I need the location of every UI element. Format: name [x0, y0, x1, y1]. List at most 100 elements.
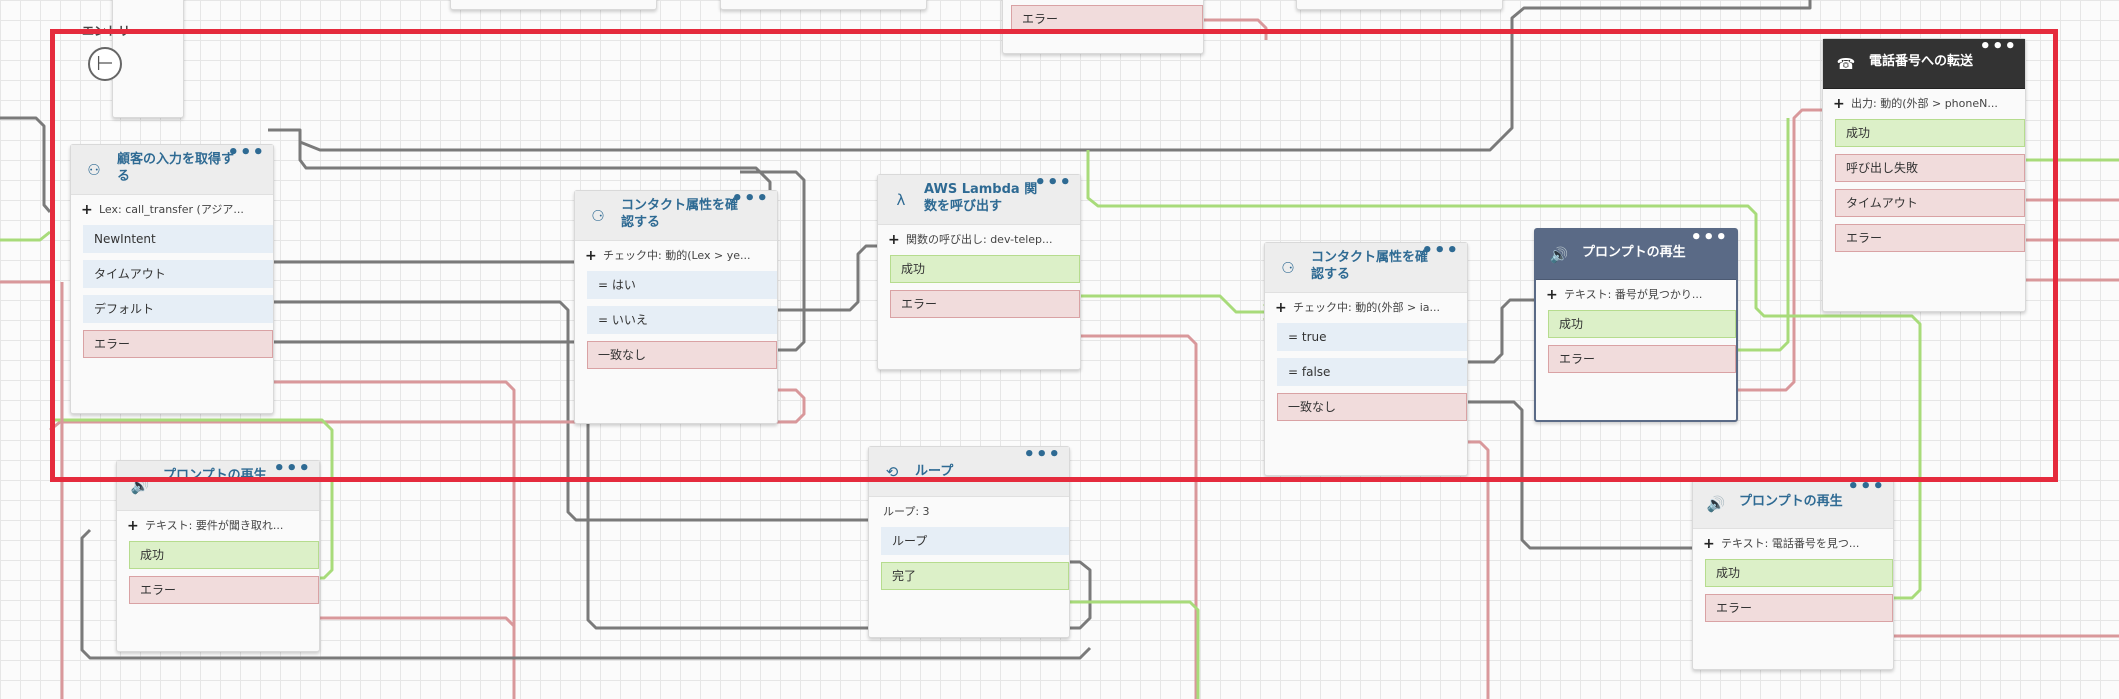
wire-gray — [0, 116, 52, 213]
block-title: プロンプトの再生 — [1582, 245, 1686, 260]
branch-error[interactable]: エラー — [83, 330, 273, 358]
more-options-button[interactable]: ••• — [1034, 172, 1072, 193]
block-header[interactable]: ⚆ コンタクト属性を確認する ••• — [575, 188, 777, 241]
branch-no[interactable]: = いいえ — [587, 306, 777, 334]
block-title: コンタクト属性を確認する — [621, 198, 739, 230]
block-header[interactable]: 🔊 プロンプトの再生 ••• — [117, 458, 319, 511]
block-parameter[interactable]: ループ: 3 — [883, 505, 930, 518]
invoke-lambda-block[interactable]: λ AWS Lambda 関数を呼び出す ••• + 関数の呼び出し: dev-… — [877, 174, 1081, 370]
wire-timeout — [266, 300, 876, 522]
play-prompt-block-selected[interactable]: 🔊 プロンプトの再生 ••• + テキスト: 番号が見つかり... 成功 エラー — [1534, 228, 1738, 422]
branch-error[interactable]: エラー — [129, 576, 319, 604]
branch-default[interactable]: デフォルト — [83, 295, 273, 323]
branch-success[interactable]: 成功 — [1835, 119, 2025, 147]
block-title: AWS Lambda 関数を呼び出す — [924, 182, 1038, 214]
branch-error[interactable]: エラー — [1548, 345, 1736, 373]
lambda-icon: λ — [896, 191, 906, 209]
block-title: 顧客の入力を取得する — [117, 152, 235, 184]
branch-call-failed[interactable]: 呼び出し失敗 — [1835, 154, 2025, 182]
block-title: ループ — [915, 464, 954, 479]
branch-complete[interactable]: 完了 — [881, 562, 1069, 590]
block-header[interactable]: ⚇ 顧客の入力を取得する ••• — [71, 142, 273, 195]
block-parameter[interactable]: + Lex: call_transfer (アジア... — [71, 195, 273, 225]
branch-newintent[interactable]: NewIntent — [83, 225, 273, 253]
block-title: プロンプトの再生 — [163, 468, 267, 483]
loop-block[interactable]: ⟲ ループ ••• ループ: 3 ループ 完了 — [868, 446, 1070, 638]
branch-true[interactable]: = true — [1277, 323, 1467, 351]
wire-lambda-success — [1076, 294, 1266, 314]
block-header[interactable]: 🔊 プロンプトの再生 ••• — [1536, 227, 1736, 280]
branch-error[interactable]: エラー — [1835, 224, 2025, 252]
phone-transfer-icon: ☎ — [1836, 55, 1856, 73]
block-title: プロンプトの再生 — [1739, 494, 1843, 509]
block-parameter[interactable]: + チェック中: 動的(Lex > ye... — [575, 241, 777, 271]
start-circle-icon: ⊢ — [88, 47, 122, 81]
more-options-button[interactable]: ••• — [1023, 444, 1061, 465]
transfer-to-phone-number-block[interactable]: ☎ 電話番号への転送 ••• + 出力: 動的(外部 > phoneN... 成… — [1822, 38, 2026, 312]
block-parameter[interactable]: + チェック中: 動的(外部 > ia... — [1265, 293, 1467, 323]
expand-icon[interactable]: + — [1703, 536, 1715, 552]
expand-icon[interactable]: + — [1546, 287, 1558, 303]
block-header[interactable]: ☎ 電話番号への転送 ••• — [1823, 36, 2025, 89]
branch-error[interactable]: エラー — [1011, 5, 1203, 33]
branch-no-match[interactable]: 一致なし — [587, 341, 777, 369]
expand-icon[interactable]: + — [888, 232, 900, 248]
block-header[interactable]: λ AWS Lambda 関数を呼び出す ••• — [878, 172, 1080, 225]
check-contact-attribute-block[interactable]: ⚆ コンタクト属性を確認する ••• + チェック中: 動的(Lex > ye.… — [574, 190, 778, 424]
more-options-button[interactable]: ••• — [227, 142, 265, 163]
expand-icon[interactable]: + — [127, 518, 139, 534]
block-header[interactable]: 🔊 プロンプトの再生 ••• — [1693, 476, 1893, 529]
more-options-button[interactable]: ••• — [1979, 36, 2017, 57]
partial-block-top-4[interactable] — [1296, 0, 1503, 10]
branch-timeout[interactable]: タイムアウト — [83, 260, 273, 288]
expand-icon[interactable]: + — [81, 202, 93, 218]
block-parameter[interactable]: + テキスト: 番号が見つかり... — [1536, 280, 1736, 310]
block-parameter[interactable]: + テキスト: 要件が聞き取れ... — [117, 511, 319, 541]
branch-error[interactable]: エラー — [890, 290, 1080, 318]
branch-loop[interactable]: ループ — [881, 527, 1069, 555]
expand-icon[interactable]: + — [1275, 300, 1287, 316]
branch-success[interactable]: 成功 — [890, 255, 1080, 283]
expand-icon[interactable]: + — [1833, 96, 1845, 112]
partial-block-top-2[interactable] — [720, 0, 927, 10]
branch-error[interactable]: エラー — [1705, 594, 1893, 622]
wire-prompt-success — [1732, 118, 1790, 352]
branch-timeout[interactable]: タイムアウト — [1835, 189, 2025, 217]
entry-block[interactable] — [112, 0, 184, 118]
block-parameter[interactable]: + テキスト: 電話番号を見つ... — [1693, 529, 1893, 559]
wire-top-error — [1196, 18, 1268, 40]
expand-icon[interactable]: + — [585, 248, 597, 264]
block-parameter[interactable]: + 関数の呼び出し: dev-telep... — [878, 225, 1080, 255]
customer-input-icon: ⚇ — [87, 161, 101, 179]
play-prompt-block[interactable]: 🔊 プロンプトの再生 ••• + テキスト: 電話番号を見つ... 成功 エラー — [1692, 478, 1894, 670]
more-options-button[interactable]: ••• — [273, 458, 311, 479]
speaker-icon: 🔊 — [130, 477, 150, 495]
wire-lambda-error — [1076, 334, 1198, 699]
play-prompt-block[interactable]: 🔊 プロンプトの再生 ••• + テキスト: 要件が聞き取れ... 成功 エラー — [116, 460, 320, 652]
branch-success[interactable]: 成功 — [1548, 310, 1736, 338]
loop-icon: ⟲ — [885, 463, 899, 481]
branch-no-match[interactable]: 一致なし — [1277, 393, 1467, 421]
more-options-button[interactable]: ••• — [731, 188, 769, 209]
branch-false[interactable]: = false — [1277, 358, 1467, 386]
more-options-button[interactable]: ••• — [1421, 240, 1459, 261]
partial-block-top-3[interactable]: エラー — [1002, 0, 1204, 54]
wire-false — [1460, 400, 1704, 550]
check-contact-attribute-block[interactable]: ⚆ コンタクト属性を確認する ••• + チェック中: 動的(外部 > ia..… — [1264, 242, 1468, 476]
get-customer-input-block[interactable]: ⚇ 顧客の入力を取得する ••• + Lex: call_transfer (ア… — [70, 144, 274, 414]
block-title: コンタクト属性を確認する — [1311, 250, 1429, 282]
wire-attr2-nomatch — [1460, 440, 1490, 699]
partial-block-top-1[interactable] — [450, 0, 657, 10]
block-parameter[interactable]: + 出力: 動的(外部 > phoneN... — [1823, 89, 2025, 119]
more-options-button[interactable]: ••• — [1690, 227, 1728, 248]
more-options-button[interactable]: ••• — [1847, 476, 1885, 497]
branch-success[interactable]: 成功 — [129, 541, 319, 569]
block-header[interactable]: ⚆ コンタクト属性を確認する ••• — [1265, 240, 1467, 293]
check-attribute-icon: ⚆ — [1281, 259, 1295, 277]
block-header[interactable]: ⟲ ループ ••• — [869, 444, 1069, 497]
branch-yes[interactable]: = はい — [587, 271, 777, 299]
wire-loop-done — [1064, 600, 1200, 699]
branch-success[interactable]: 成功 — [1705, 559, 1893, 587]
wire-yes — [770, 244, 880, 312]
